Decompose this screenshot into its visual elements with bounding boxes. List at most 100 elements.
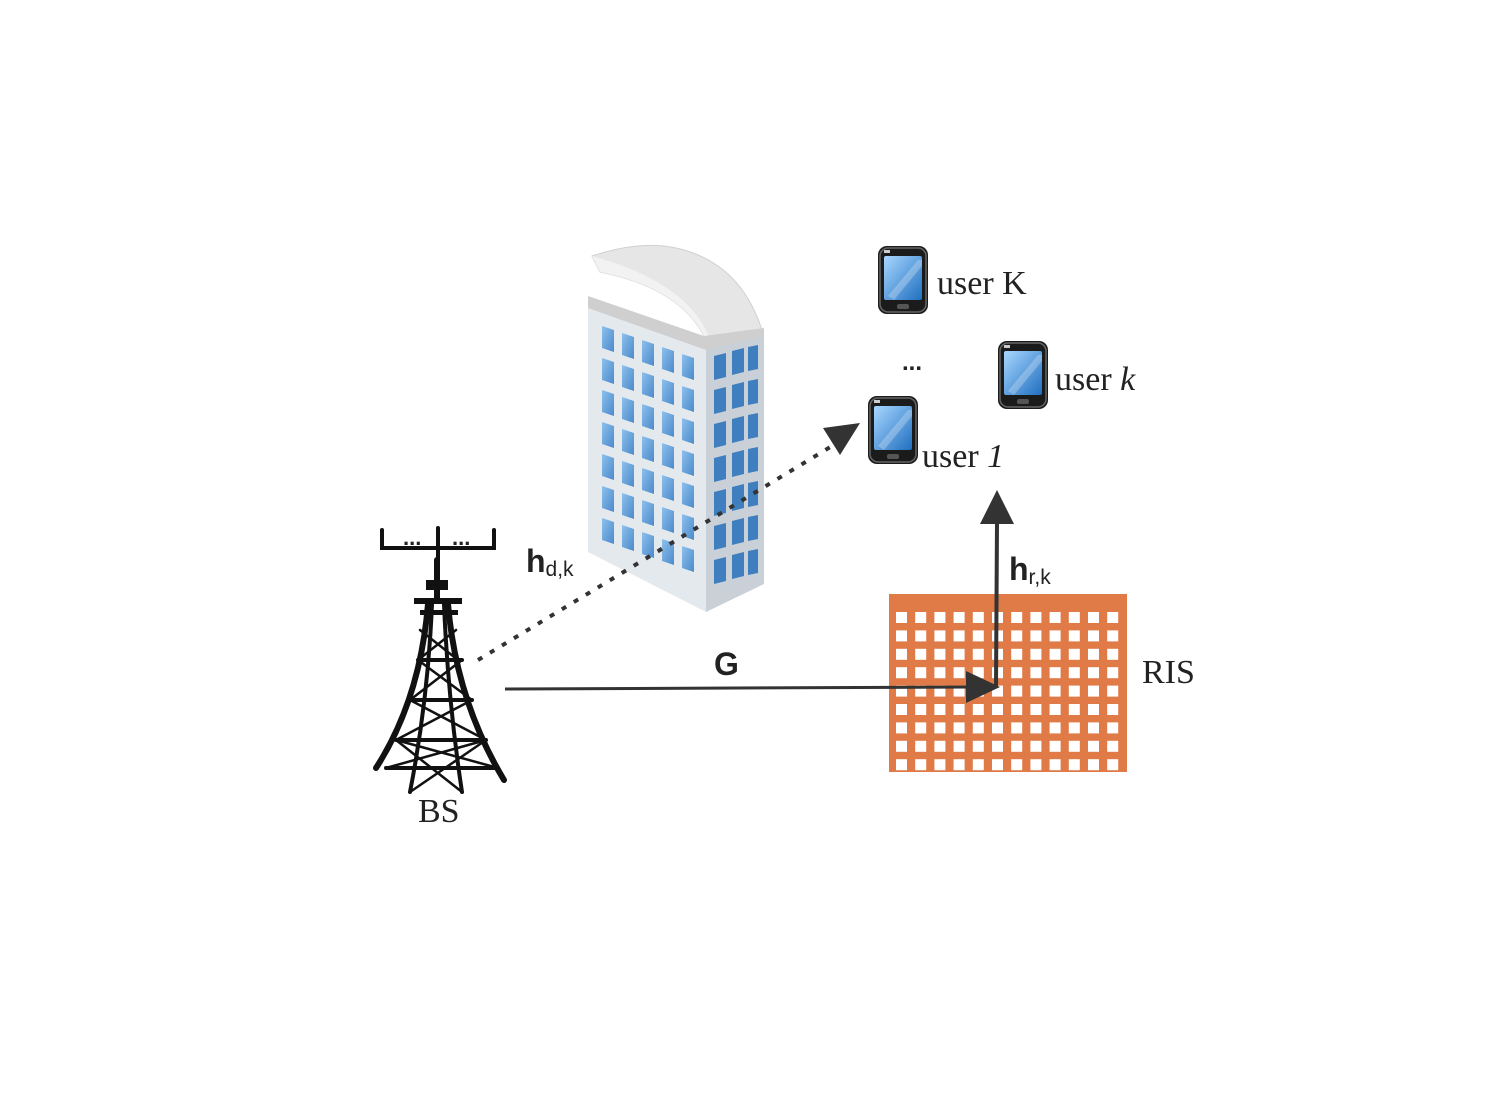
ris-element xyxy=(1068,612,1080,623)
ris-element xyxy=(934,648,946,660)
ris-label: RIS xyxy=(1142,654,1195,691)
ris-element xyxy=(915,722,927,734)
ris-element xyxy=(934,740,946,752)
ris-panel-icon xyxy=(889,594,1127,772)
ris-element xyxy=(1068,740,1080,752)
user-1: user 1 xyxy=(867,395,1004,475)
ris-element xyxy=(915,630,927,642)
ris-element xyxy=(915,740,927,752)
phone-icon xyxy=(997,340,1049,410)
phone-icon xyxy=(877,245,929,315)
ris-element xyxy=(896,630,907,642)
ris-element xyxy=(992,704,1003,715)
ris-element xyxy=(1049,740,1061,752)
ris-element xyxy=(896,648,907,660)
ris-element xyxy=(992,759,1003,771)
ris-element xyxy=(915,612,927,623)
bs-label: BS xyxy=(418,793,460,830)
ris-element xyxy=(1088,667,1099,679)
ris-element xyxy=(1011,759,1023,771)
ris-element xyxy=(953,685,965,697)
ris-element xyxy=(934,685,946,697)
channel-h-d-sub: d,k xyxy=(546,558,575,581)
user-k: user k xyxy=(997,340,1136,410)
antenna-ellipsis-left: ... xyxy=(403,525,421,550)
ris-element xyxy=(1011,648,1023,660)
building-icon xyxy=(588,244,764,612)
ris-panel-background xyxy=(889,594,1127,772)
ris-element xyxy=(972,722,984,734)
ris-element xyxy=(1011,685,1023,697)
ris-element xyxy=(972,667,984,679)
ris-element xyxy=(1049,612,1061,623)
antenna-ellipsis-right: ... xyxy=(452,525,470,550)
ris-element xyxy=(934,722,946,734)
ris-elements-grid xyxy=(896,612,1119,771)
ris-element xyxy=(1049,759,1061,771)
ris-element xyxy=(1088,685,1099,697)
channel-label-h-r-k: hr,k xyxy=(1009,551,1051,589)
ris-element xyxy=(1088,740,1099,752)
ris-element xyxy=(1049,648,1061,660)
ris-element xyxy=(972,630,984,642)
user-K-label: user K xyxy=(937,265,1027,302)
ris-element xyxy=(953,648,965,660)
ris-element xyxy=(1107,667,1119,679)
ris-element xyxy=(1068,759,1080,771)
channel-h-d-main: h xyxy=(526,543,546,579)
ris-element xyxy=(934,667,946,679)
ris-element xyxy=(1107,648,1119,660)
ris-element xyxy=(992,685,1003,697)
ris-element xyxy=(1107,722,1119,734)
ris-element xyxy=(1030,704,1042,715)
ris-element xyxy=(1030,759,1042,771)
ris-element xyxy=(972,704,984,715)
ris-element xyxy=(1068,630,1080,642)
ris-element xyxy=(1030,648,1042,660)
ris-element xyxy=(1107,630,1119,642)
ris-element xyxy=(1049,685,1061,697)
ris-element xyxy=(1030,667,1042,679)
ris-element xyxy=(1068,722,1080,734)
ris-element xyxy=(1011,630,1023,642)
ris-element xyxy=(915,685,927,697)
ris-element xyxy=(934,704,946,715)
ris-element xyxy=(953,667,965,679)
ris-element xyxy=(953,704,965,715)
user-K: user K xyxy=(877,245,1027,315)
ris-element xyxy=(1068,704,1080,715)
link-G xyxy=(504,671,1000,703)
ris-element xyxy=(915,667,927,679)
users-ellipsis: ... xyxy=(902,349,922,376)
ris-element xyxy=(934,759,946,771)
ris-element xyxy=(1088,759,1099,771)
building-front-windows xyxy=(602,326,694,572)
ris-element xyxy=(972,759,984,771)
ris-element xyxy=(1068,685,1080,697)
phone-icon xyxy=(867,395,919,465)
ris-element xyxy=(1011,722,1023,734)
ris-element xyxy=(896,667,907,679)
ris-element xyxy=(1030,740,1042,752)
tower-icon xyxy=(373,526,507,794)
ris-element xyxy=(972,740,984,752)
ris-element xyxy=(1068,648,1080,660)
ris-element xyxy=(1088,722,1099,734)
ris-element xyxy=(1049,667,1061,679)
channel-h-r-sub: r,k xyxy=(1029,566,1052,589)
ris-element xyxy=(992,722,1003,734)
ris-element xyxy=(1011,740,1023,752)
ris-element xyxy=(1068,667,1080,679)
ris-element xyxy=(915,648,927,660)
ris-element xyxy=(1088,704,1099,715)
ris-element xyxy=(1107,704,1119,715)
ris-element xyxy=(1030,722,1042,734)
link-h-d-k xyxy=(476,423,860,662)
ris-element xyxy=(1107,740,1119,752)
ris-element xyxy=(915,759,927,771)
ris-element xyxy=(953,759,965,771)
ris-element xyxy=(1049,722,1061,734)
ris-element xyxy=(896,704,907,715)
ris-element xyxy=(1011,704,1023,715)
